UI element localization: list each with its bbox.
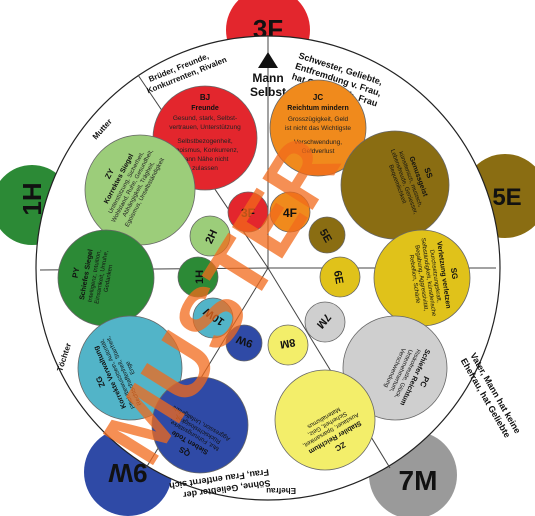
bubble-zy[interactable]: ZY Korrektes Siegel Unterstützung, Siche… (84, 132, 196, 246)
inner-label-9w: 9W (234, 332, 254, 349)
bubble-jc-text1: Grosszügigkeit, Geld (288, 116, 349, 123)
center-title-1: Mann (252, 71, 283, 85)
inner-circle-5e[interactable]: 5E (308, 216, 346, 254)
center-title-2: Selbst (250, 85, 286, 99)
bubble-qs[interactable]: QS Sieben Tode Mut, Führungsstärke, Rück… (150, 376, 249, 474)
bubble-py-code: PY (71, 266, 82, 279)
inner-label-1h: 1H (194, 270, 206, 284)
inner-label-3f: 3F (241, 206, 255, 220)
bubble-jc-text4: Geldverlust (302, 148, 335, 155)
bubble-sg-code: SG (449, 267, 460, 280)
bubble-bj-text6: zulassen (192, 165, 218, 172)
bubble-pc-code: PC (418, 375, 431, 389)
bubble-jc-title: Reichtum mindern (287, 105, 348, 112)
outer-label-9w: 9W (108, 458, 147, 488)
bubble-zg-code: ZG (94, 375, 107, 389)
bubble-bj-code: BJ (200, 93, 210, 102)
bubble-bj-title: Freunde (191, 105, 219, 112)
bubble-zc[interactable]: ZC Stabiler Reichtum Ausdauer, Sparsamke… (274, 369, 377, 471)
inner-circle-6e[interactable]: 6E (319, 256, 361, 298)
bubble-zg[interactable]: ZG Korrekte Verwaltung Pflichtbewusstsei… (77, 315, 183, 422)
bubble-bj-text3: Selbstbezogenheit, (177, 138, 232, 145)
inner-circle-8m[interactable]: 8M (267, 324, 309, 366)
bubble-bj-text5: kann Nähe nicht (182, 156, 229, 163)
bubble-bj-text1: Gesund, stark, Selbst- (173, 115, 237, 122)
inner-label-6e: 6E (331, 270, 345, 285)
bubble-ss[interactable]: SS Genussgeist künstlerisch, musisch, Le… (340, 130, 450, 240)
bubble-sg[interactable]: SG Verletzung verletzen Durchsetzungskra… (373, 229, 471, 327)
inner-label-2h: 2H (203, 228, 220, 246)
bubble-jc[interactable]: JC Reichtum mindern Grosszügigkeit, Geld… (269, 79, 367, 177)
inner-circle-1h[interactable]: 1H (177, 256, 219, 298)
outer-label-1h: 1H (17, 182, 47, 215)
inner-label-5e: 5E (317, 227, 334, 245)
inner-circle-7m[interactable]: 7M (304, 301, 346, 343)
inner-circle-3f[interactable]: 3F (227, 191, 269, 233)
inner-circle-9w[interactable]: 9W (225, 324, 263, 362)
bubble-bj-text2: vertrauen, Unterstützung (169, 124, 241, 131)
bubble-ss-code: SS (422, 166, 434, 180)
outer-label-7m: 7M (399, 465, 438, 496)
sector-label-right: Vater, Mann hat keine Ehefrau, hat Gelie… (459, 351, 524, 443)
bubble-py[interactable]: PY Schiefes Siegel Intelligenz, Intuitio… (57, 229, 155, 327)
inner-circle-10w[interactable]: 10W (192, 297, 234, 339)
outer-label-5e: 5E (492, 184, 521, 211)
inner-label-4f: 4F (283, 206, 297, 220)
sector-label-bottom: Ehefrau (266, 486, 296, 495)
bubble-jc-code: JC (313, 93, 323, 102)
bubble-pc[interactable]: PC Schiefer Reichtum Risikofreude, Glück… (342, 315, 448, 422)
inner-label-8m: 8M (279, 336, 296, 350)
inner-circle-2h[interactable]: 2H (189, 215, 231, 257)
bubble-jc-text2: ist nicht das Wichtigste (285, 125, 351, 132)
inner-circle-4f[interactable]: 4F (269, 191, 311, 233)
arrow-up-icon (258, 52, 278, 68)
bubble-bj-text4: Egoismus, Konkurrenz, (171, 147, 238, 154)
bubble-jc-text3: Verschwendung, (294, 139, 342, 146)
